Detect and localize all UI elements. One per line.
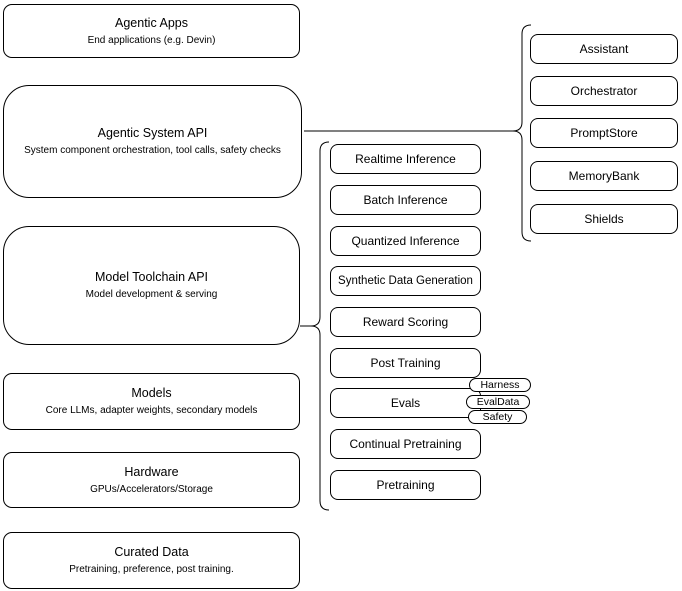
- node-label: Post Training: [370, 356, 441, 370]
- component-promptstore: PromptStore: [530, 118, 678, 148]
- component-label: PromptStore: [570, 126, 638, 140]
- box-curated-data: Curated Data Pretraining, preference, po…: [3, 532, 300, 589]
- pill-harness: Harness: [469, 378, 531, 392]
- component-orchestrator: Orchestrator: [530, 76, 678, 106]
- node-label: Reward Scoring: [362, 315, 449, 329]
- node-label: Evals: [390, 396, 421, 410]
- component-label: Shields: [584, 212, 624, 226]
- node-evals: Evals: [330, 388, 481, 418]
- node-label: Batch Inference: [363, 193, 448, 207]
- pill-label: EvalData: [476, 396, 520, 408]
- box-title: Agentic System API: [97, 126, 208, 140]
- node-synthetic-data-generation: Synthetic Data Generation: [330, 266, 481, 296]
- box-hardware: Hardware GPUs/Accelerators/Storage: [3, 452, 300, 508]
- box-title: Curated Data: [114, 545, 189, 559]
- component-assistant: Assistant: [530, 34, 678, 64]
- node-batch-inference: Batch Inference: [330, 185, 481, 215]
- box-subtitle: System component orchestration, tool cal…: [24, 145, 281, 156]
- node-pretraining: Pretraining: [330, 470, 481, 500]
- component-label: Assistant: [579, 42, 629, 56]
- box-title: Model Toolchain API: [94, 270, 209, 284]
- node-label: Pretraining: [376, 478, 435, 492]
- box-subtitle: End applications (e.g. Devin): [87, 34, 216, 46]
- box-title: Models: [131, 386, 172, 400]
- node-label: Synthetic Data Generation: [338, 275, 473, 287]
- box-agentic-apps: Agentic Apps End applications (e.g. Devi…: [3, 4, 300, 58]
- node-label: Quantized Inference: [351, 234, 460, 248]
- component-label: Orchestrator: [570, 84, 638, 98]
- pill-label: Harness: [480, 379, 520, 391]
- box-title: Agentic Apps: [115, 15, 188, 30]
- node-quantized-inference: Quantized Inference: [330, 226, 481, 256]
- brace-system-components: [512, 24, 532, 242]
- box-subtitle: Pretraining, preference, post training.: [69, 564, 234, 575]
- component-label: MemoryBank: [568, 169, 640, 183]
- box-model-toolchain-api: Model Toolchain API Model development & …: [3, 226, 300, 345]
- box-subtitle: GPUs/Accelerators/Storage: [90, 483, 213, 495]
- node-label: Realtime Inference: [355, 152, 456, 166]
- node-continual-pretraining: Continual Pretraining: [330, 429, 481, 459]
- pill-safety: Safety: [468, 410, 527, 424]
- node-post-training: Post Training: [330, 348, 481, 378]
- box-subtitle: Model development & serving: [85, 289, 218, 300]
- node-label: Continual Pretraining: [349, 437, 462, 451]
- component-shields: Shields: [530, 204, 678, 234]
- box-models: Models Core LLMs, adapter weights, secon…: [3, 373, 300, 430]
- pill-evaldata: EvalData: [466, 395, 530, 409]
- brace-toolchain-items: [310, 141, 330, 511]
- box-agentic-system-api: Agentic System API System component orch…: [3, 85, 302, 198]
- box-subtitle: Core LLMs, adapter weights, secondary mo…: [45, 405, 258, 416]
- pill-label: Safety: [482, 411, 513, 423]
- component-memorybank: MemoryBank: [530, 161, 678, 191]
- node-reward-scoring: Reward Scoring: [330, 307, 481, 337]
- node-realtime-inference: Realtime Inference: [330, 144, 481, 174]
- box-title: Hardware: [124, 464, 179, 479]
